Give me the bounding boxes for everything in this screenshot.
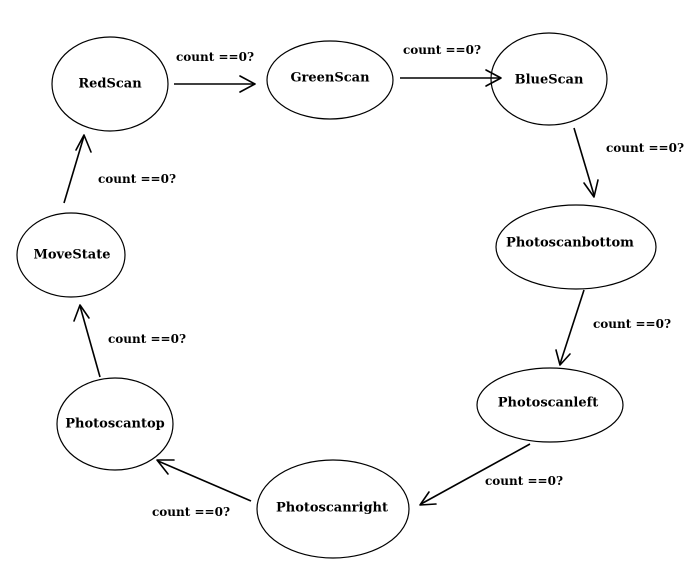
state-photoscan-right-label: Photoscanright: [276, 501, 388, 516]
transition-green-to-blue: count ==0?: [400, 43, 502, 87]
state-photoscan-left-shape: [476, 367, 624, 443]
state-red-scan: RedScan: [51, 36, 169, 132]
transition-red-to-green-label: count ==0?: [176, 50, 254, 64]
state-photoscan-right-shape: [256, 459, 410, 559]
transition-bottom-to-left: count ==0?: [555, 289, 671, 366]
arrowhead-icon: [239, 75, 256, 93]
state-move-state: MoveState: [16, 212, 126, 298]
state-green-scan-label: GreenScan: [290, 71, 370, 86]
state-blue-scan-shape: [490, 32, 608, 126]
state-photoscan-left: Photoscanleft: [476, 367, 624, 443]
arrowhead-icon: [73, 304, 90, 322]
state-photoscan-top: Photoscantop: [56, 377, 174, 471]
state-blue-scan-label: BlueScan: [515, 73, 584, 88]
transition-left-to-right-label: count ==0?: [485, 474, 563, 488]
transition-left-to-right: count ==0?: [419, 443, 563, 506]
transition-right-to-top-label: count ==0?: [152, 505, 230, 519]
transition-left-to-right-line: [420, 443, 531, 505]
state-red-scan-label: RedScan: [78, 77, 142, 92]
transition-move-to-red-line: [63, 135, 85, 204]
arrowhead-icon: [156, 459, 175, 475]
state-photoscan-bottom: Photoscanbottom: [495, 204, 657, 290]
state-red-scan-shape: [51, 36, 169, 132]
state-photoscan-top-label: Photoscantop: [65, 417, 164, 432]
transition-move-to-red: count ==0?: [63, 134, 176, 204]
state-move-state-shape: [16, 212, 126, 298]
transition-bottom-to-left-label: count ==0?: [593, 317, 671, 331]
transition-red-to-green: count ==0?: [174, 50, 256, 93]
transition-bottom-to-left-line: [559, 289, 585, 365]
state-photoscan-top-shape: [56, 377, 174, 471]
transition-blue-to-bottom: count ==0?: [573, 127, 684, 198]
arrowhead-icon: [419, 491, 437, 506]
transition-top-to-move-line: [79, 305, 101, 378]
transition-move-to-red-label: count ==0?: [98, 172, 176, 186]
state-photoscan-bottom-shape: [495, 204, 657, 290]
arrowhead-icon: [75, 134, 92, 153]
state-photoscan-bottom-label: Photoscanbottom: [506, 236, 634, 251]
state-green-scan: GreenScan: [266, 40, 394, 120]
state-photoscan-left-label: Photoscanleft: [498, 396, 599, 411]
state-blue-scan: BlueScan: [490, 32, 608, 126]
transition-blue-to-bottom-line: [573, 127, 595, 196]
state-green-scan-shape: [266, 40, 394, 120]
transition-top-to-move: count ==0?: [73, 304, 186, 378]
state-photoscan-right: Photoscanright: [256, 459, 410, 559]
transition-blue-to-bottom-label: count ==0?: [606, 141, 684, 155]
transition-right-to-top-line: [157, 460, 252, 502]
transition-top-to-move-label: count ==0?: [108, 332, 186, 346]
state-move-state-label: MoveState: [34, 248, 111, 263]
arrowhead-icon: [485, 69, 502, 87]
arrowhead-icon: [583, 179, 599, 198]
transition-right-to-top: count ==0?: [152, 459, 252, 519]
arrowhead-icon: [555, 349, 571, 366]
transition-green-to-blue-label: count ==0?: [403, 43, 481, 57]
